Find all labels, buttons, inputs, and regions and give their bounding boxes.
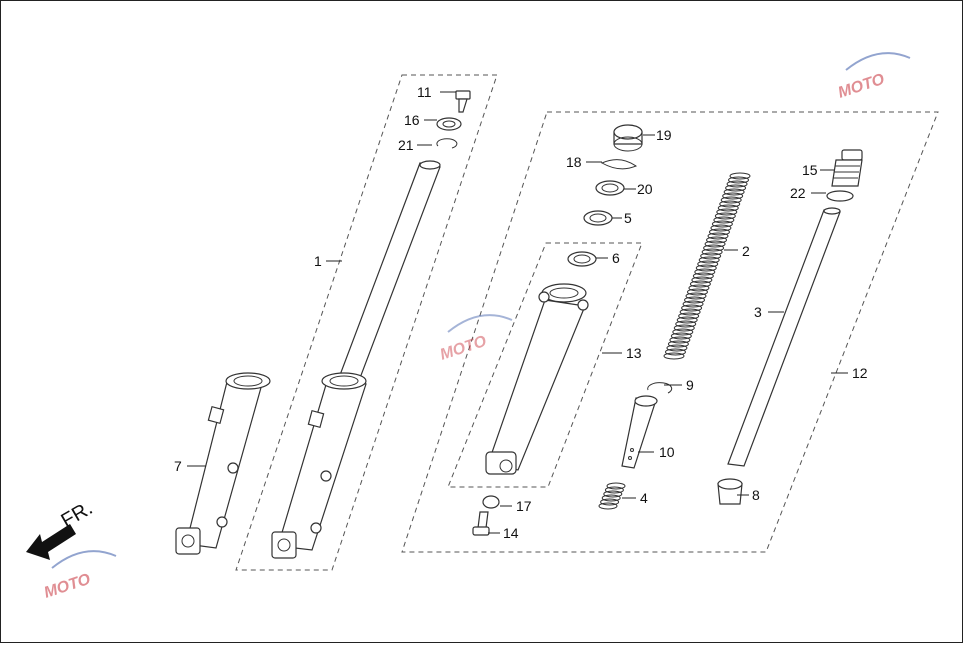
watermark-logo: MOTO: [42, 550, 117, 602]
callout-8: 8: [752, 487, 760, 503]
fork-spring: [663, 172, 751, 360]
damper-rod: [621, 395, 658, 469]
callout-19: 19: [656, 127, 672, 143]
inner-tube-assembly: [271, 160, 441, 559]
watermark-logo: MOTO: [836, 52, 911, 102]
watermark-text: MOTO: [438, 333, 489, 364]
callout-7: 7: [174, 458, 182, 474]
seal-ring-icon: [595, 180, 625, 196]
callout-13: 13: [626, 345, 642, 361]
callout-6: 6: [612, 250, 620, 266]
group-outline-inner: [447, 242, 643, 488]
callout-2: 2: [742, 243, 750, 259]
callout-11: 11: [417, 84, 432, 100]
callout-5: 5: [624, 210, 632, 226]
callout-1: 1: [314, 253, 322, 269]
gasket-icon: [482, 495, 500, 509]
snap-ring-icon: [647, 382, 673, 394]
oil-seal-icon: [567, 251, 597, 267]
front-direction-arrow: [26, 524, 76, 560]
cap-bolt-icon: [831, 149, 863, 187]
o-ring-icon: [826, 190, 854, 202]
callout-18: 18: [566, 154, 582, 170]
stopper-ring-icon: [600, 159, 638, 170]
callout-15: 15: [802, 162, 818, 178]
washer-icon: [436, 117, 462, 131]
callout-9: 9: [686, 377, 694, 393]
group-outline-left: [235, 74, 498, 571]
circlip-icon: [436, 138, 458, 149]
callout-16: 16: [404, 112, 420, 128]
inner-fork-tube: [727, 207, 841, 467]
callout-12: 12: [852, 365, 868, 381]
watermark-text: MOTO: [42, 571, 93, 602]
callout-17: 17: [516, 498, 532, 514]
callout-22: 22: [790, 185, 806, 201]
direction-label: FR.: [58, 497, 97, 532]
bolt-icon: [455, 90, 471, 113]
oil-lock-piece-icon: [717, 478, 743, 505]
callout-14: 14: [503, 525, 519, 541]
socket-bolt-icon: [472, 511, 490, 536]
leader-lines: [187, 91, 848, 534]
fork-leg-assembly: [175, 372, 271, 555]
rebound-spring: [598, 482, 626, 510]
group-outline-right: [401, 111, 939, 553]
callout-20: 20: [637, 181, 653, 197]
dust-seal-icon: [613, 124, 643, 152]
callout-3: 3: [754, 304, 762, 320]
watermark-text: MOTO: [836, 71, 887, 102]
outer-slider: [485, 283, 589, 475]
callout-21: 21: [398, 137, 414, 153]
bushing-icon: [583, 210, 613, 226]
callout-4: 4: [640, 490, 648, 506]
callout-10: 10: [659, 444, 675, 460]
